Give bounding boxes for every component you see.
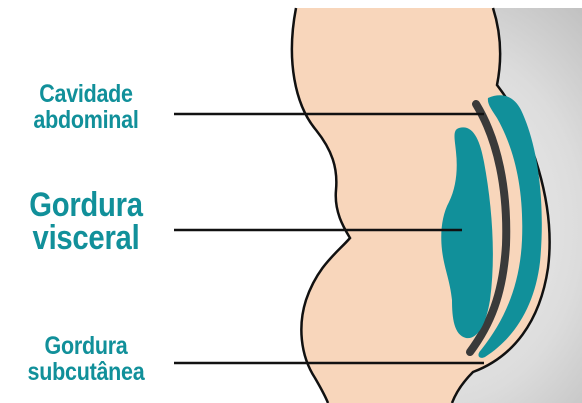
- label-gordura-subcutanea: Gordura subcutânea: [12, 334, 160, 385]
- label-visceral-line2: visceral: [12, 222, 160, 255]
- label-cavidade-abdominal: Cavidade abdominal: [12, 82, 160, 133]
- label-visceral-line1: Gordura: [12, 189, 160, 222]
- label-subcutanea-line1: Gordura: [12, 334, 160, 360]
- label-cavidade-line1: Cavidade: [12, 82, 160, 108]
- label-gordura-visceral: Gordura visceral: [12, 189, 160, 256]
- label-cavidade-line2: abdominal: [12, 108, 160, 134]
- label-subcutanea-line2: subcutânea: [12, 360, 160, 386]
